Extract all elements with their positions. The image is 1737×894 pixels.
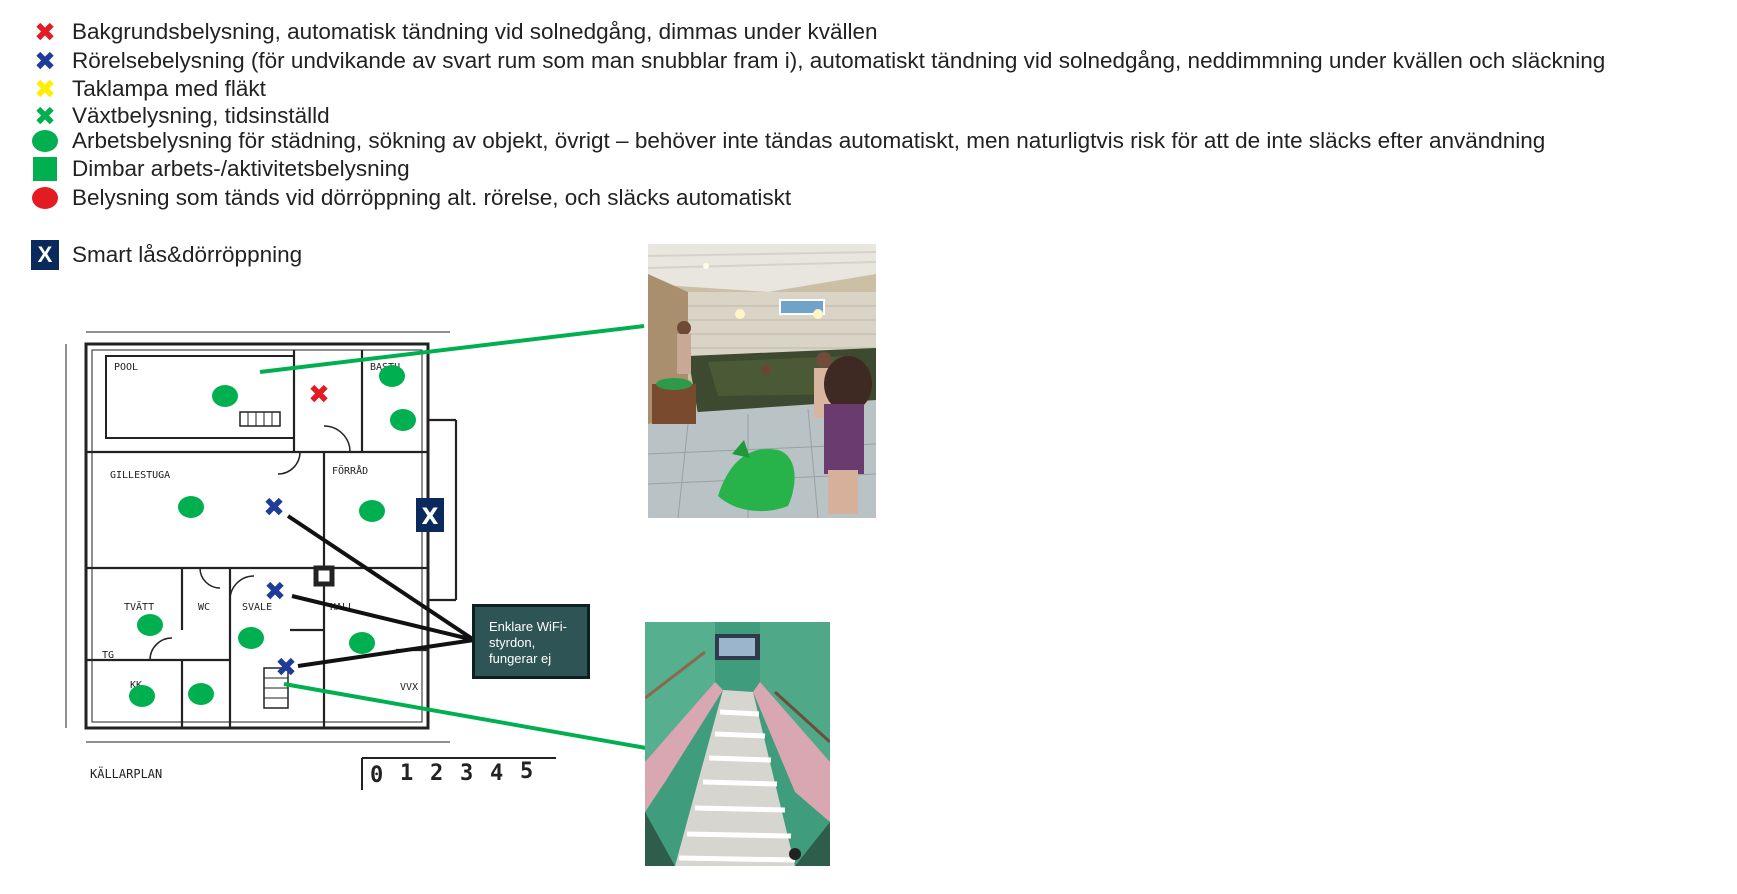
scale-number: 1 — [400, 761, 413, 786]
room-label-vvx: VVX — [400, 682, 418, 693]
red-cross-icon: ✖ — [34, 17, 56, 47]
legend-label: Arbetsbelysning för städning, sökning av… — [72, 128, 1546, 153]
legend-item-plant-lighting: ✖ Växtbelysning, tidsinställd — [30, 102, 330, 130]
green-circle-icon — [178, 496, 204, 518]
legend-label: Taklampa med fläkt — [72, 76, 266, 101]
stairs-photo — [645, 622, 830, 866]
room-label-pool: POOL — [114, 362, 138, 373]
room-label-kk: KK — [130, 680, 142, 691]
legend-label: Belysning som tänds vid dörröppning alt.… — [72, 185, 792, 210]
work-lights — [129, 365, 416, 707]
scale-number: 5 — [520, 759, 533, 784]
red-circle-icon — [32, 187, 58, 209]
callout-pointer — [291, 594, 475, 642]
legend-label: Bakgrundsbelysning, automatisk tändning … — [72, 19, 878, 44]
green-circle-icon — [212, 385, 238, 407]
legend-label: Rörelsebelysning (för undvikande av svar… — [72, 48, 1606, 73]
green-circle-icon — [349, 632, 375, 654]
room-label-tvatt: TVÄTT — [124, 600, 154, 613]
blue-cross-icon: ✖ — [263, 493, 285, 523]
legend-item-background-lighting: ✖ Bakgrundsbelysning, automatisk tändnin… — [30, 17, 878, 47]
room-label-forrad: FÖRRÅD — [332, 464, 368, 477]
green-circle-icon — [129, 685, 155, 707]
green-circle-icon — [188, 683, 214, 705]
callout-text: Enklare WiFi-styrdon, fungerar ej — [489, 619, 568, 666]
room-label-gillestuga: GILLESTUGA — [110, 470, 170, 481]
blue-cross-icon: ✖ — [34, 46, 56, 76]
connectors — [259, 324, 647, 750]
scale-number: 2 — [430, 761, 443, 786]
legend-item-door-motion-lighting: Belysning som tänds vid dörröppning alt.… — [30, 184, 791, 212]
green-circle-icon — [390, 409, 416, 431]
scale-number: 4 — [490, 761, 503, 786]
stairs-photo-connector — [283, 682, 647, 750]
legend-item-dimmable-lighting: Dimbar arbets-/aktivitetsbelysning — [30, 155, 410, 183]
scale-number: 3 — [460, 761, 473, 786]
legend-label: Smart lås&dörröppning — [72, 242, 303, 267]
green-circle-icon — [238, 627, 264, 649]
red-cross-icon: ✖ — [308, 380, 330, 410]
green-circle-icon — [32, 130, 58, 152]
legend-label: Dimbar arbets-/aktivitetsbelysning — [72, 156, 410, 181]
scale-number: 0 — [370, 763, 383, 788]
legend-item-smart-lock: X Smart lås&dörröppning — [30, 238, 302, 272]
smart-lock-icon: X — [31, 240, 59, 270]
legend-item-ceiling-fan: ✖ Taklampa med fläkt — [30, 75, 266, 103]
green-cross-icon: ✖ — [34, 101, 56, 131]
blue-cross-icon: ✖ — [264, 577, 286, 607]
green-circle-icon — [379, 365, 405, 387]
room-label-svale: SVALE — [242, 602, 272, 613]
smart-lock-marker: X — [416, 498, 444, 532]
smart-lock-letter: X — [422, 505, 439, 530]
room-label-wc: WC — [198, 602, 210, 613]
green-square-icon — [33, 157, 57, 181]
room-label-tg: TG — [102, 650, 114, 661]
legend-item-work-lighting: Arbetsbelysning för städning, sökning av… — [30, 127, 1545, 155]
yellow-cross-icon: ✖ — [34, 74, 56, 104]
scale-bar: 0 1 2 3 4 5 — [361, 757, 556, 790]
plan-title: KÄLLARPLAN — [90, 766, 162, 781]
legend-label: Växtbelysning, tidsinställd — [72, 103, 330, 128]
pool-photo-connector — [259, 324, 645, 374]
legend-item-motion-lighting: ✖ Rörelsebelysning (för undvikande av sv… — [30, 47, 1605, 75]
blue-cross-icon: ✖ — [275, 653, 297, 683]
green-circle-icon — [359, 500, 385, 522]
callout-pointer — [297, 638, 475, 668]
pool-photo — [648, 244, 876, 518]
green-circle-icon — [137, 614, 163, 636]
callout-pointer — [286, 514, 476, 642]
wifi-controller-callout: Enklare WiFi-styrdon, fungerar ej — [472, 604, 590, 679]
